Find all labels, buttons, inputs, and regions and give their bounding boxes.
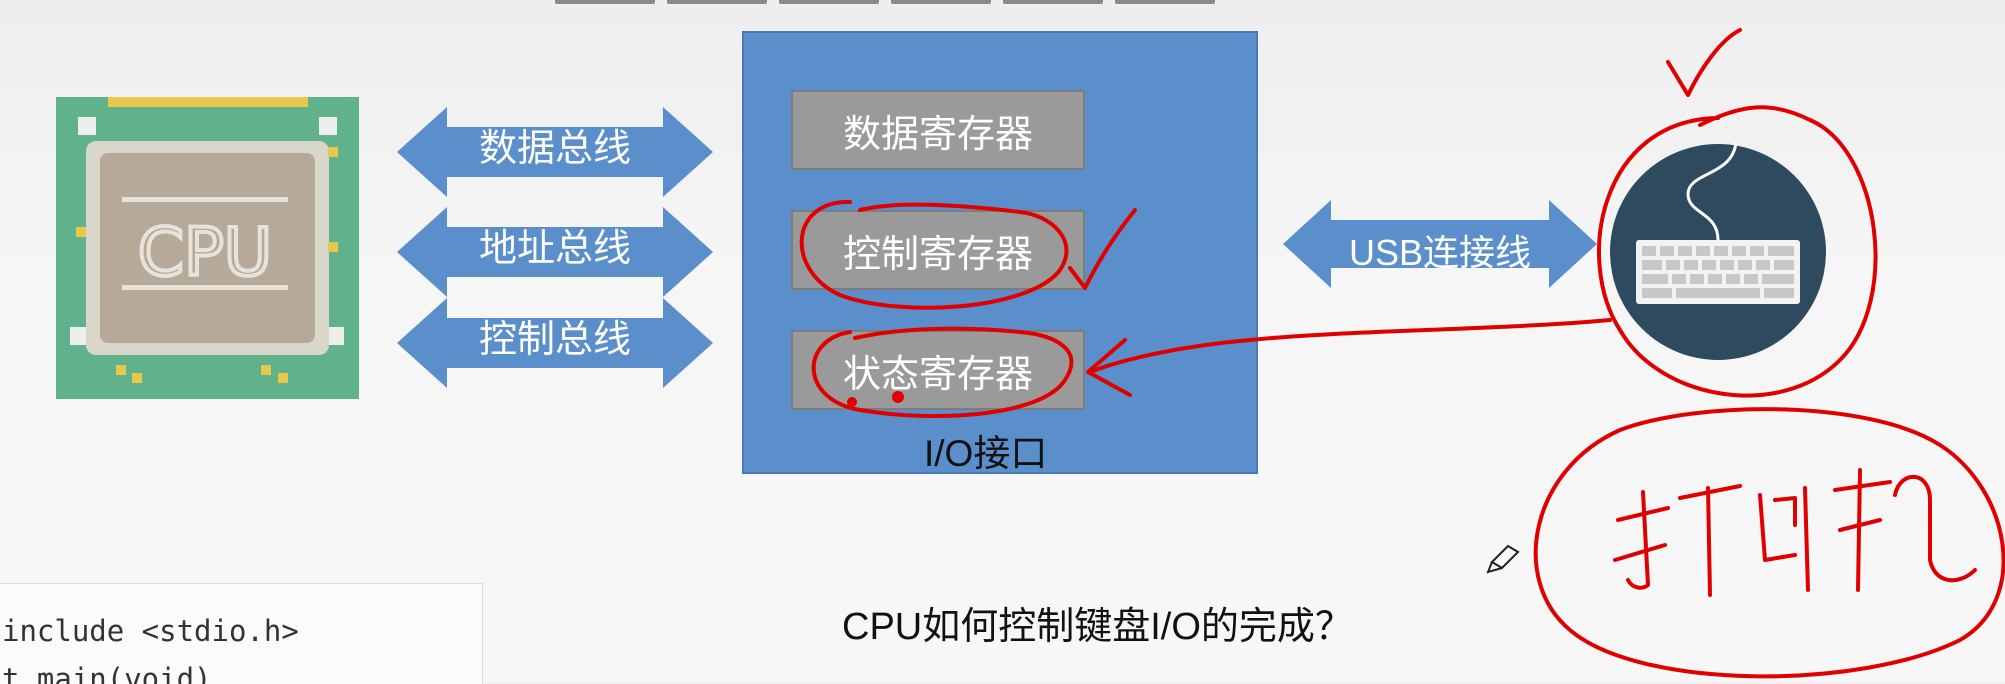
address-bus-label: 地址总线 bbox=[478, 226, 631, 270]
code-line: include <stdio.h> bbox=[2, 614, 299, 648]
top-toolbar-tabs bbox=[555, 0, 1215, 6]
toolbar-tab bbox=[667, 0, 767, 4]
io-interface-label: I/O接口 bbox=[924, 433, 1048, 474]
toolbar-tab bbox=[891, 0, 991, 4]
code-line: t main(void) bbox=[2, 662, 212, 684]
control-bus-label: 控制总线 bbox=[478, 317, 631, 361]
keyboard-icon bbox=[1610, 142, 1826, 360]
data-register: 数据寄存器 bbox=[791, 90, 1085, 170]
code-panel: include <stdio.h> t main(void) bbox=[0, 583, 483, 684]
usb-cable-arrow: USB连接线 bbox=[1283, 200, 1597, 292]
question-text: CPU如何控制键盘I/O的完成？ bbox=[842, 606, 1353, 648]
usb-cable-label: USB连接线 bbox=[1348, 232, 1532, 273]
check-mark-icon bbox=[1666, 28, 1742, 97]
control-register: 控制寄存器 bbox=[791, 210, 1085, 290]
double-arrow-icon bbox=[397, 298, 713, 388]
data-bus-label: 数据总线 bbox=[478, 126, 631, 170]
control-bus-arrow: 控制总线 bbox=[397, 298, 713, 392]
cpu-chip-label: CPU bbox=[138, 214, 272, 291]
cpu-chip-icon: CPU bbox=[56, 97, 359, 399]
data-bus-arrow: 数据总线 bbox=[397, 107, 713, 201]
double-arrow-icon bbox=[1283, 200, 1597, 288]
toolbar-tab bbox=[1115, 0, 1215, 4]
toolbar-tab bbox=[1003, 0, 1103, 4]
double-arrow-icon bbox=[397, 207, 713, 297]
toolbar-tab bbox=[779, 0, 879, 4]
double-arrow-icon bbox=[397, 107, 713, 197]
pencil-cursor-icon bbox=[1486, 544, 1520, 574]
handwritten-printer-note bbox=[1613, 468, 1977, 597]
toolbar-tab bbox=[555, 0, 655, 4]
status-register: 状态寄存器 bbox=[791, 330, 1085, 410]
address-bus-arrow: 地址总线 bbox=[397, 207, 713, 301]
io-interface-block: 数据寄存器 控制寄存器 状态寄存器 I/O接口 bbox=[742, 31, 1258, 474]
printer-note-circle bbox=[1533, 407, 2005, 679]
